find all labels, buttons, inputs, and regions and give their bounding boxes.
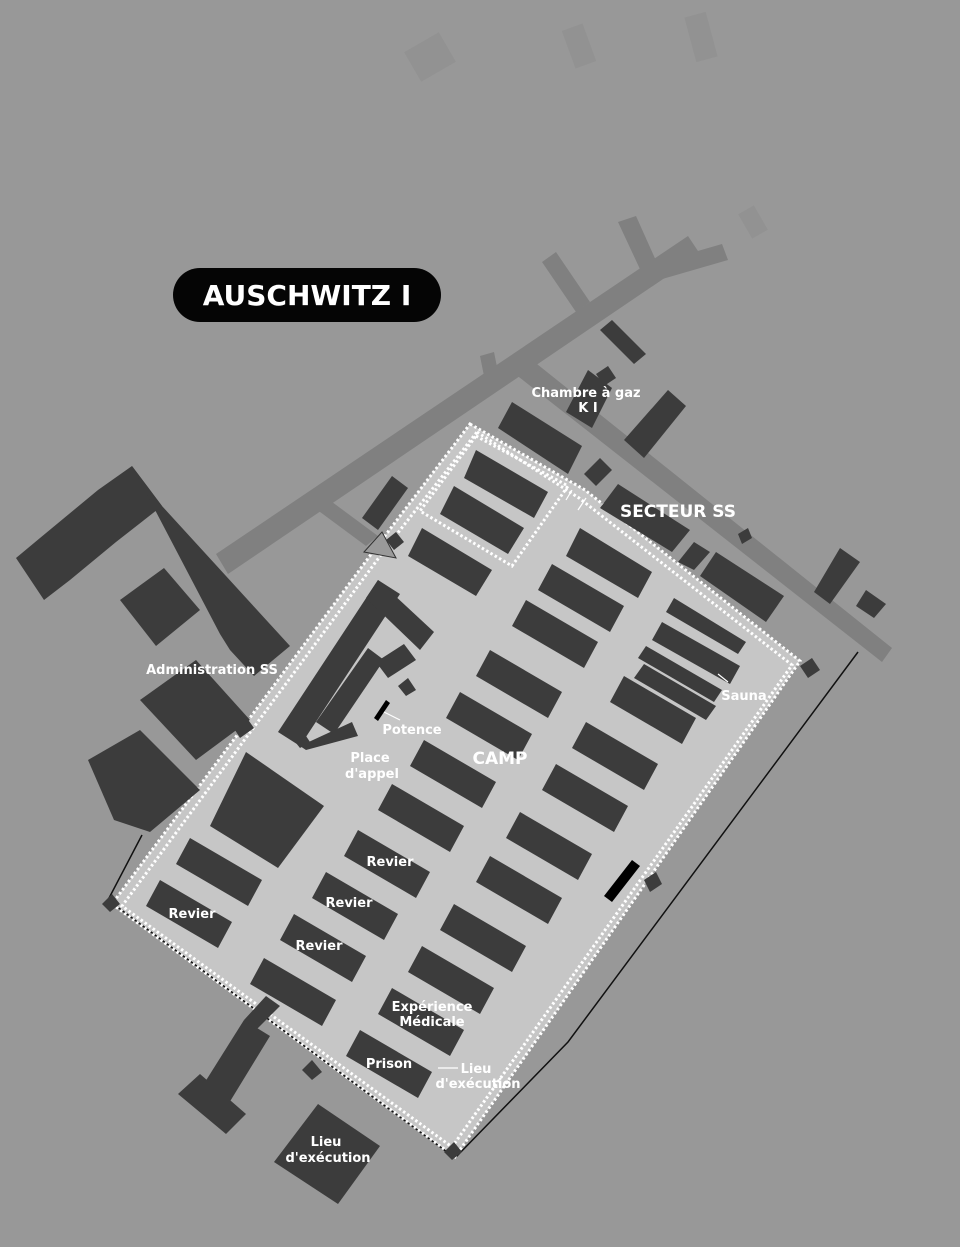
label-chambre-k1: K I [578, 401, 597, 416]
label-camp: CAMP [472, 749, 527, 769]
label-revier-3: Revier [169, 907, 217, 922]
road-spur [480, 352, 500, 386]
label-lieu-execution-outer-1: Lieu [311, 1135, 342, 1150]
label-sauna: Sauna [721, 689, 766, 704]
title-badge [173, 268, 441, 322]
label-revier-2: Revier [326, 896, 374, 911]
roads [216, 216, 892, 662]
label-potence: Potence [382, 723, 441, 738]
administration-ss-buildings [16, 466, 290, 832]
label-experience-medicale-1: Expérience [392, 1000, 473, 1015]
road-to-gate [312, 496, 378, 546]
road-fork-west [542, 252, 590, 312]
label-lieu-execution-inner-1: Lieu [461, 1062, 492, 1077]
label-secteur-ss: SECTEUR SS [620, 502, 736, 522]
south-buildings [178, 996, 380, 1204]
label-lieu-execution-outer-2: d'exécution [285, 1151, 370, 1166]
north-buildings [498, 320, 886, 678]
camp-barracks [102, 450, 746, 1160]
label-lieu-execution-inner-2: d'exécution [435, 1077, 520, 1092]
label-experience-medicale-2: Médicale [399, 1015, 464, 1030]
gate-tower [362, 476, 408, 559]
map-title: AUSCHWITZ I [203, 279, 412, 312]
label-prison: Prison [366, 1057, 412, 1072]
main-road [216, 236, 700, 574]
faded-background-shapes [404, 11, 768, 239]
label-revier-1: Revier [367, 855, 415, 870]
label-chambre-a-gaz: Chambre à gaz [531, 386, 640, 401]
label-place-appel-2: d'appel [345, 767, 399, 782]
leader-lines [383, 489, 729, 1069]
ss-sector-road [510, 352, 892, 662]
label-revier-4: Revier [296, 939, 344, 954]
label-place-appel-1: Place [350, 751, 389, 766]
label-administration-ss: Administration SS [146, 663, 278, 678]
road-fork-east [646, 244, 728, 282]
